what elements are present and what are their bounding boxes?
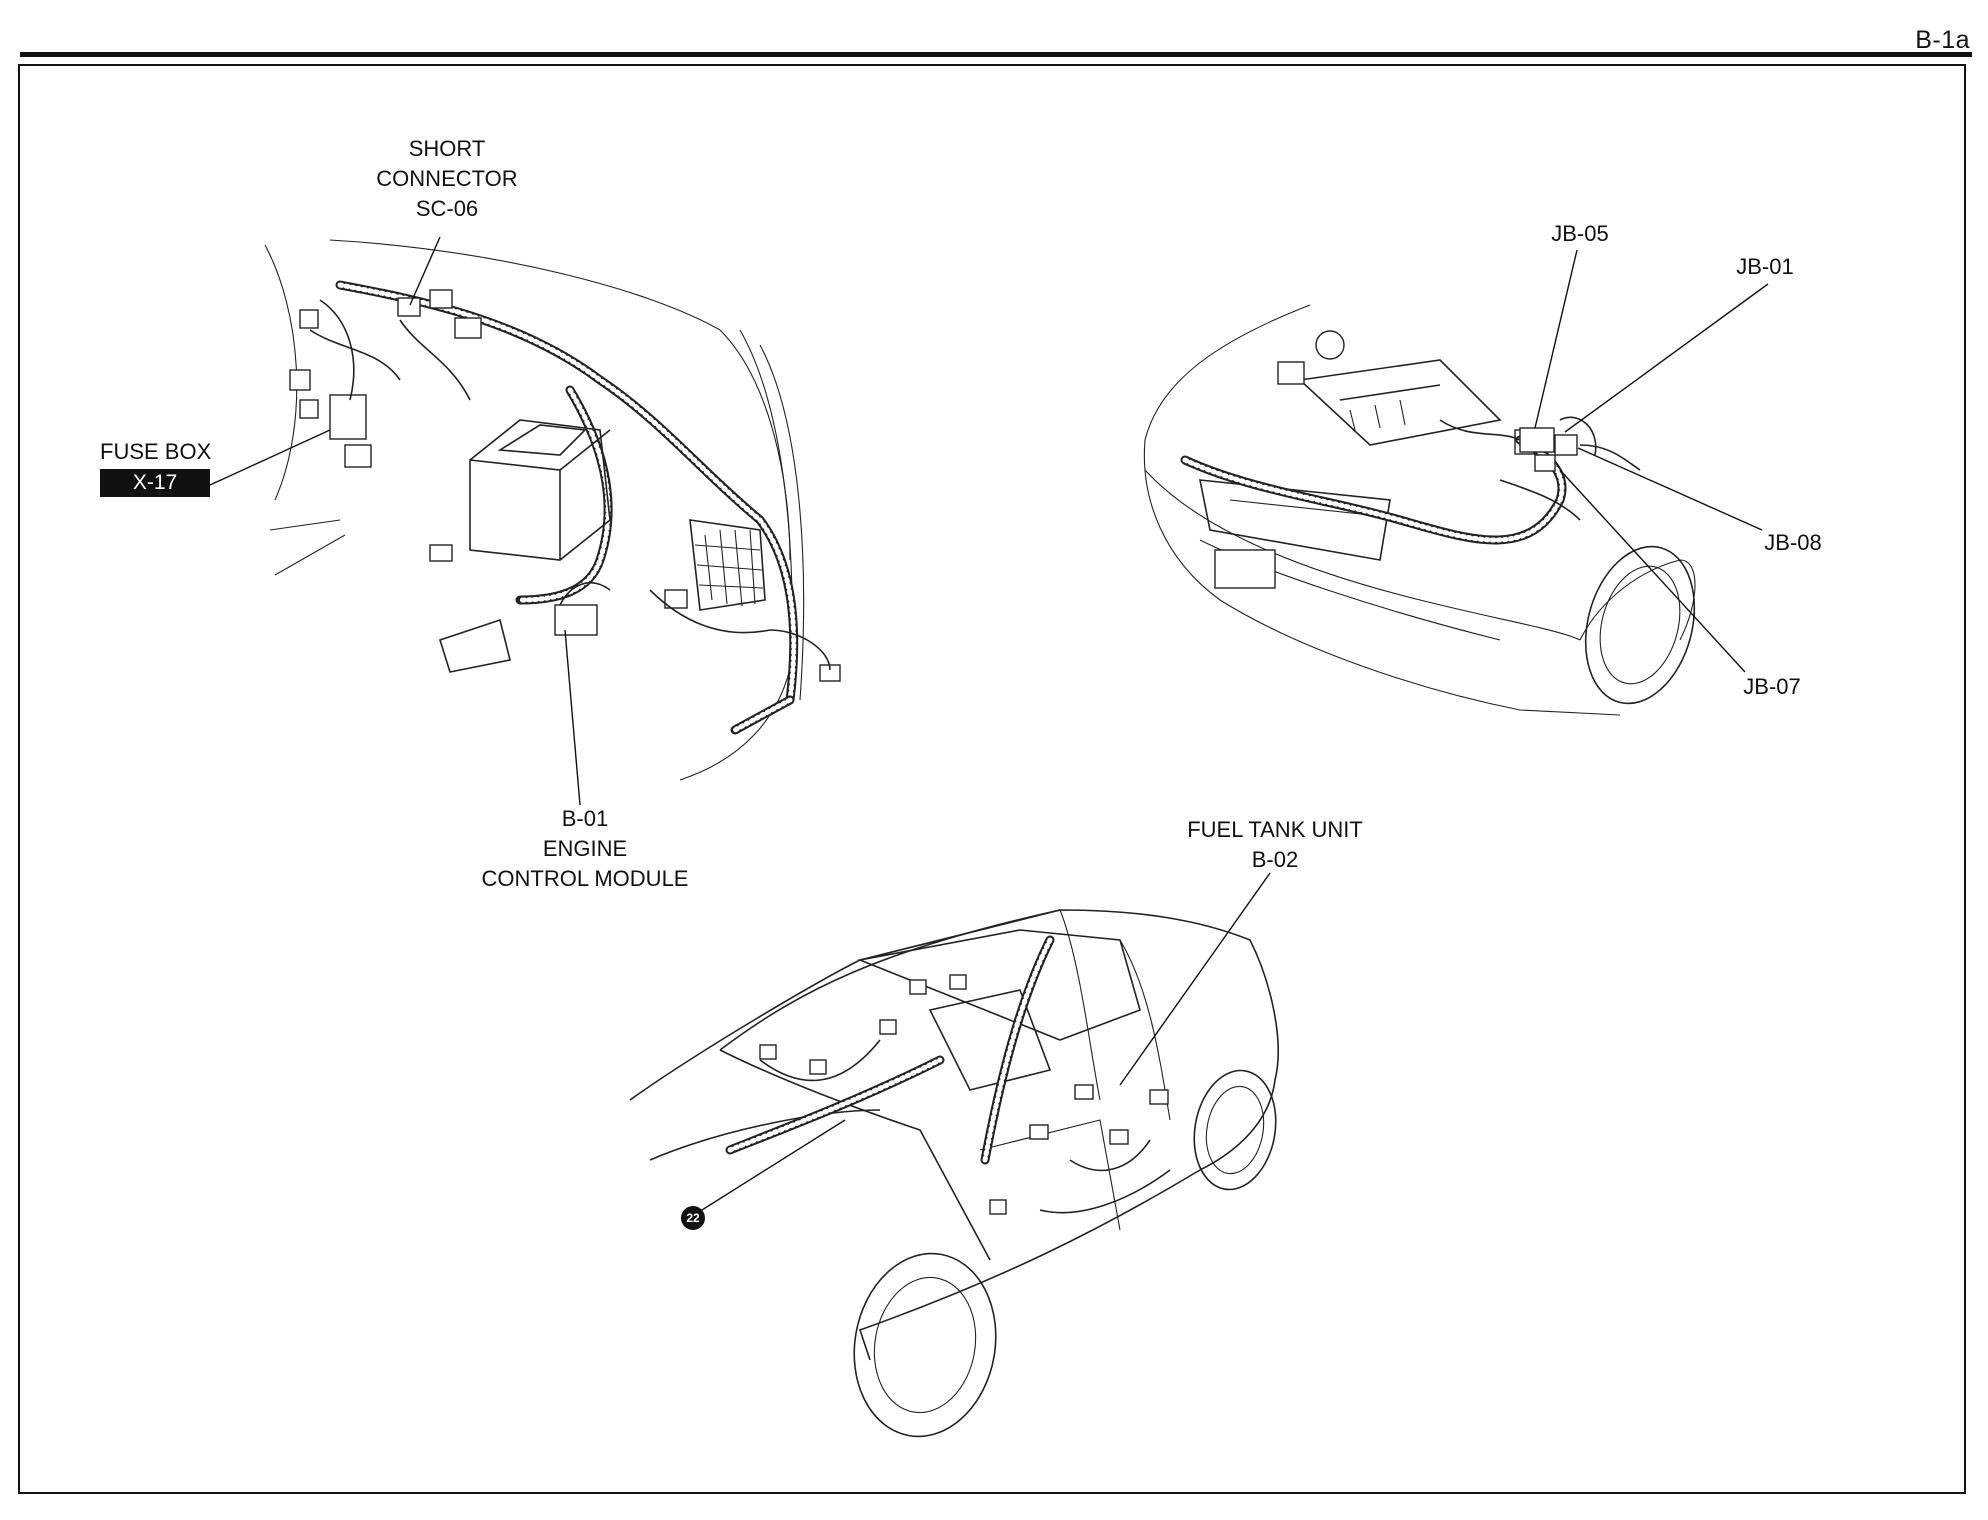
leader-jb05 [1534, 249, 1578, 429]
label-jb01: JB-01 [1736, 254, 1794, 279]
header-rule [20, 52, 1972, 57]
label-jb05: JB-05 [1551, 221, 1609, 246]
dashboard-illustration [264, 239, 841, 781]
front-wheel [1584, 545, 1696, 705]
leader-ground-point [693, 1119, 846, 1216]
front-grille [1199, 479, 1391, 561]
ecm-block [554, 604, 598, 636]
label-ecm: B-01 ENGINE CONTROL MODULE [481, 806, 689, 891]
engine-bay-illustration [1143, 304, 1696, 716]
fuse-box-block [329, 394, 367, 440]
fuse-box-badge: X-17 [100, 469, 210, 497]
leader-fuel-tank [1119, 872, 1271, 1086]
leader-short-connector [409, 236, 441, 306]
leader-lines [209, 236, 1769, 1216]
label-fuse-box: FUSE BOX X-17 [100, 437, 211, 497]
car-rear-wheel [1193, 1069, 1277, 1191]
label-jb08: JB-08 [1764, 530, 1822, 555]
junction-block-cluster [1519, 427, 1555, 453]
leader-fuse-box [209, 429, 331, 486]
blower-grid [689, 519, 766, 611]
page-code: B-1a [1915, 26, 1970, 54]
engine-bay-harness [1180, 435, 1567, 545]
dash-main-harness [335, 280, 799, 705]
label-short-connector: SHORT CONNECTOR SC-06 [376, 136, 518, 221]
leader-jb08 [1577, 447, 1763, 531]
leader-jb01 [1564, 283, 1769, 433]
car-illustration [629, 909, 1279, 1438]
diagram-frame [18, 64, 1966, 1494]
car-front-wheel [853, 1252, 997, 1438]
ground-point-callout: 22 [681, 1206, 705, 1230]
leader-jb07 [1559, 469, 1746, 673]
engine-block [1298, 359, 1502, 446]
hvac-unit [469, 419, 611, 561]
label-jb07: JB-07 [1743, 674, 1801, 699]
label-fuel-tank-unit: FUEL TANK UNIT B-02 [1187, 817, 1363, 872]
leader-ecm [564, 629, 581, 806]
